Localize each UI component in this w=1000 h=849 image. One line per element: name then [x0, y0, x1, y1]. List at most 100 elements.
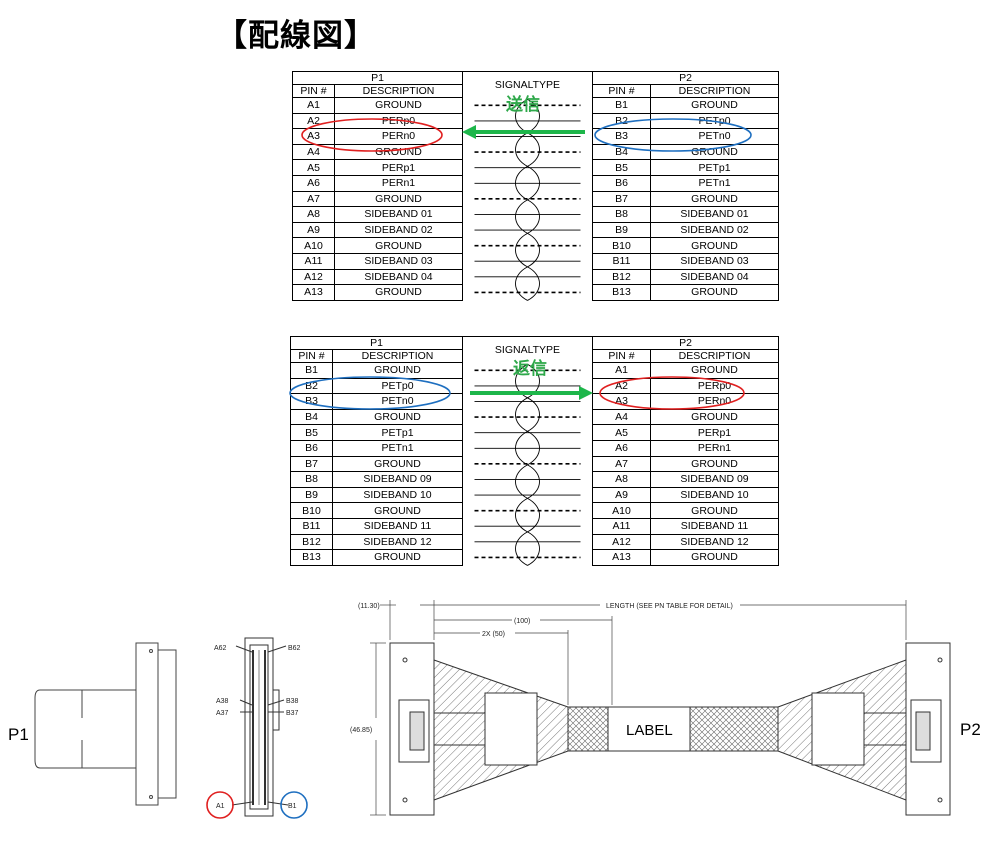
right-pin: A10	[592, 502, 651, 519]
left-pin: B6	[290, 439, 333, 457]
pin-col-header: PIN #	[292, 84, 335, 98]
desc-col-header: DESCRIPTION	[650, 349, 779, 363]
signal-cell	[462, 502, 593, 519]
left-description: GROUND	[334, 190, 463, 208]
left-pin: A1	[292, 97, 335, 114]
right-pin: A9	[592, 486, 651, 504]
signal-cell	[462, 424, 593, 441]
left-description: SIDEBAND 04	[334, 268, 463, 286]
right-description: SIDEBAND 10	[650, 486, 779, 504]
red-ring-a1	[206, 791, 234, 819]
right-description: SIDEBAND 11	[650, 517, 779, 535]
left-description: PERn1	[334, 174, 463, 192]
desc-col-header: DESCRIPTION	[332, 349, 463, 363]
left-pin: A7	[292, 190, 335, 208]
right-pin: A4	[592, 408, 651, 426]
signal-cell	[462, 456, 593, 472]
dim-46-85: (46.85)	[350, 727, 372, 734]
left-pin: B8	[290, 471, 333, 488]
right-description: SIDEBAND 12	[650, 533, 779, 551]
right-pin: B4	[592, 143, 651, 161]
right-pin: B7	[592, 190, 651, 208]
signal-type-header: SIGNALTYPE	[462, 71, 593, 98]
signal-cell	[462, 378, 593, 394]
pin-a1-label: A1	[216, 803, 225, 810]
dim-11-30: (11.30)	[358, 603, 380, 610]
left-description: PERn0	[334, 128, 463, 145]
left-description: GROUND	[334, 284, 463, 301]
signal-cell	[462, 393, 593, 410]
signal-cell	[462, 175, 593, 192]
right-description: PERp0	[650, 377, 779, 395]
left-pin: B1	[290, 362, 333, 379]
right-description: SIDEBAND 03	[650, 252, 779, 270]
right-description: GROUND	[650, 502, 779, 519]
left-description: PETn0	[332, 393, 463, 410]
pin-a62-label: A62	[214, 645, 227, 652]
dim-2x50: 2X (50)	[482, 631, 505, 638]
p1-header: P1	[292, 71, 463, 85]
signal-cell	[462, 440, 593, 457]
left-description: GROUND	[332, 362, 463, 379]
dim-length: LENGTH (SEE PN TABLE FOR DETAIL)	[606, 603, 733, 610]
right-pin: A1	[592, 362, 651, 379]
signal-cell	[462, 284, 593, 301]
left-pin: B10	[290, 502, 333, 519]
right-description: PETp1	[650, 159, 779, 176]
left-pin: A12	[292, 268, 335, 286]
signal-cell	[462, 518, 593, 535]
left-description: SIDEBAND 10	[332, 486, 463, 504]
right-pin: B2	[592, 112, 651, 130]
pin-b62-label: B62	[288, 645, 301, 652]
left-description: PETp0	[332, 377, 463, 395]
left-pin: A9	[292, 221, 335, 239]
right-description: PETp0	[650, 112, 779, 130]
left-pin: B3	[290, 393, 333, 410]
wiring-table-tx: P1 SIGNALTYPE P2 PIN # DESCRIPTION PIN #…	[292, 71, 779, 301]
right-description: PETn0	[650, 128, 779, 145]
cable-label: LABEL	[626, 722, 673, 739]
left-description: GROUND	[334, 237, 463, 254]
signal-cell	[462, 549, 593, 566]
left-pin: B7	[290, 455, 333, 473]
right-pin: A6	[592, 439, 651, 457]
right-pin: B11	[592, 252, 651, 270]
right-pin: A11	[592, 517, 651, 535]
right-pin: A7	[592, 455, 651, 473]
cable-assembly	[389, 642, 951, 816]
right-pin: B8	[592, 206, 651, 223]
pin-col-header: PIN #	[592, 84, 651, 98]
right-pin: A12	[592, 533, 651, 551]
p1-label: P1	[8, 725, 29, 744]
right-description: GROUND	[650, 284, 779, 301]
pin-b1-label: B1	[288, 803, 297, 810]
left-pin: B4	[290, 408, 333, 426]
left-description: SIDEBAND 09	[332, 471, 463, 488]
right-description: GROUND	[650, 143, 779, 161]
right-pin: B3	[592, 128, 651, 145]
left-description: PETp1	[332, 424, 463, 441]
right-description: GROUND	[650, 408, 779, 426]
right-description: GROUND	[650, 190, 779, 208]
right-description: GROUND	[650, 237, 779, 254]
left-pin: A10	[292, 237, 335, 254]
left-description: GROUND	[332, 549, 463, 566]
signal-type-header: SIGNALTYPE	[462, 336, 593, 363]
right-description: GROUND	[650, 362, 779, 379]
